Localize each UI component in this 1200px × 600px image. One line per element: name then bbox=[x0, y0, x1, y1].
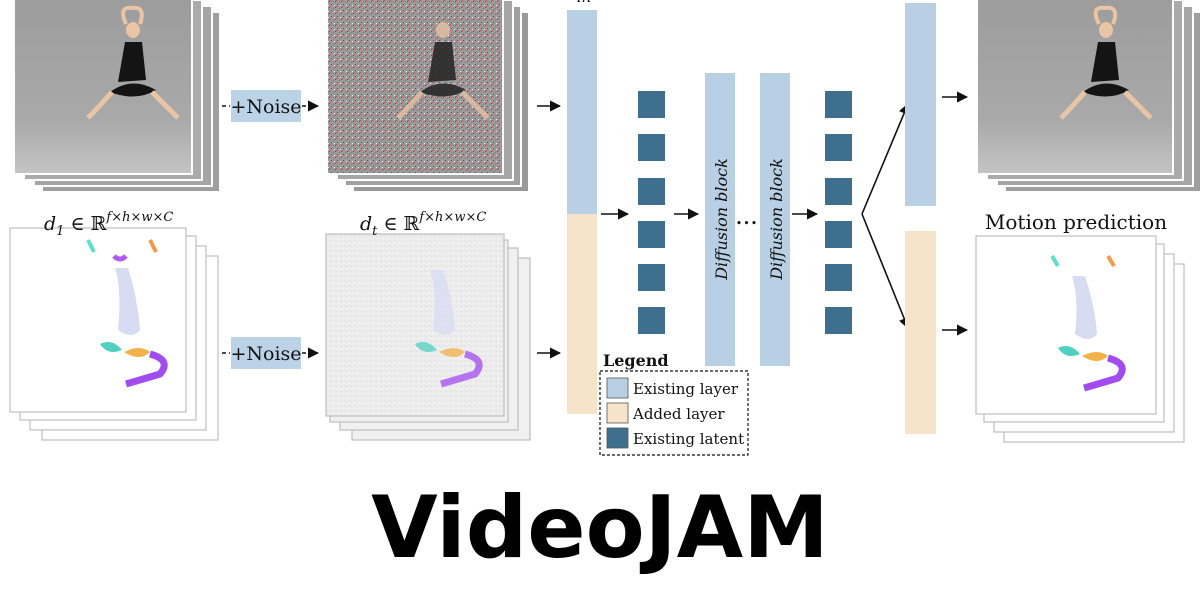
output-dancer-figure bbox=[1059, 5, 1153, 120]
noisy-dancer-figure bbox=[396, 22, 490, 120]
noisy-flow-figure bbox=[415, 270, 483, 388]
input-layer bbox=[567, 10, 597, 414]
diffusion-block-1-label: Diffusion block bbox=[712, 158, 731, 281]
dt-label: dt ∈ ℝf×h×w×C bbox=[360, 210, 486, 239]
output-video-stack bbox=[976, 0, 1200, 193]
latent-column-left bbox=[638, 91, 665, 334]
predicted-flow-figure bbox=[1050, 254, 1126, 392]
dancer-figure bbox=[86, 5, 180, 120]
noisy-motion-stack bbox=[325, 233, 531, 441]
input-existing-layer bbox=[567, 10, 597, 214]
motion-flow-stack bbox=[9, 227, 219, 441]
motion-prediction-stack bbox=[975, 235, 1185, 443]
legend-title: Legend bbox=[603, 351, 669, 370]
legend-label-existing-layer: Existing layer bbox=[633, 380, 739, 398]
legend-item-existing-latent: Existing latent bbox=[606, 427, 744, 449]
legend: Legend Existing layer Added layer Existi… bbox=[599, 351, 749, 456]
legend-label-added-layer: Added layer bbox=[632, 405, 725, 423]
output-existing-layer bbox=[905, 3, 936, 206]
flow-arrows bbox=[222, 91, 969, 359]
d1-label: d1 ∈ ℝf×h×w×C bbox=[44, 210, 173, 239]
flow-figure bbox=[86, 239, 168, 388]
diffusion-block-2: Diffusion block bbox=[760, 73, 790, 366]
output-added-layer bbox=[905, 231, 936, 434]
legend-label-existing-latent: Existing latent bbox=[633, 430, 744, 448]
motion-prediction-label: Motion prediction bbox=[985, 210, 1167, 234]
diffusion-block-2-label: Diffusion block bbox=[767, 158, 786, 281]
page-title: VideoJAM bbox=[371, 478, 829, 578]
noise-label-top: +Noise bbox=[230, 96, 301, 118]
input-added-layer bbox=[567, 214, 597, 414]
noise-label-bottom: +Noise bbox=[230, 343, 301, 365]
latent-column-right bbox=[825, 91, 852, 334]
diffusion-block-1: Diffusion block bbox=[705, 73, 735, 366]
legend-item-added-layer: Added layer bbox=[606, 402, 725, 424]
ellipsis: ••• bbox=[736, 217, 758, 230]
top-cut-label: in bbox=[577, 0, 591, 6]
noisy-video-stack bbox=[326, 0, 530, 193]
legend-item-existing-layer: Existing layer bbox=[606, 377, 739, 399]
noise-box-top: +Noise bbox=[230, 90, 302, 122]
input-video-stack bbox=[13, 0, 221, 193]
noise-box-bottom: +Noise bbox=[230, 337, 302, 369]
